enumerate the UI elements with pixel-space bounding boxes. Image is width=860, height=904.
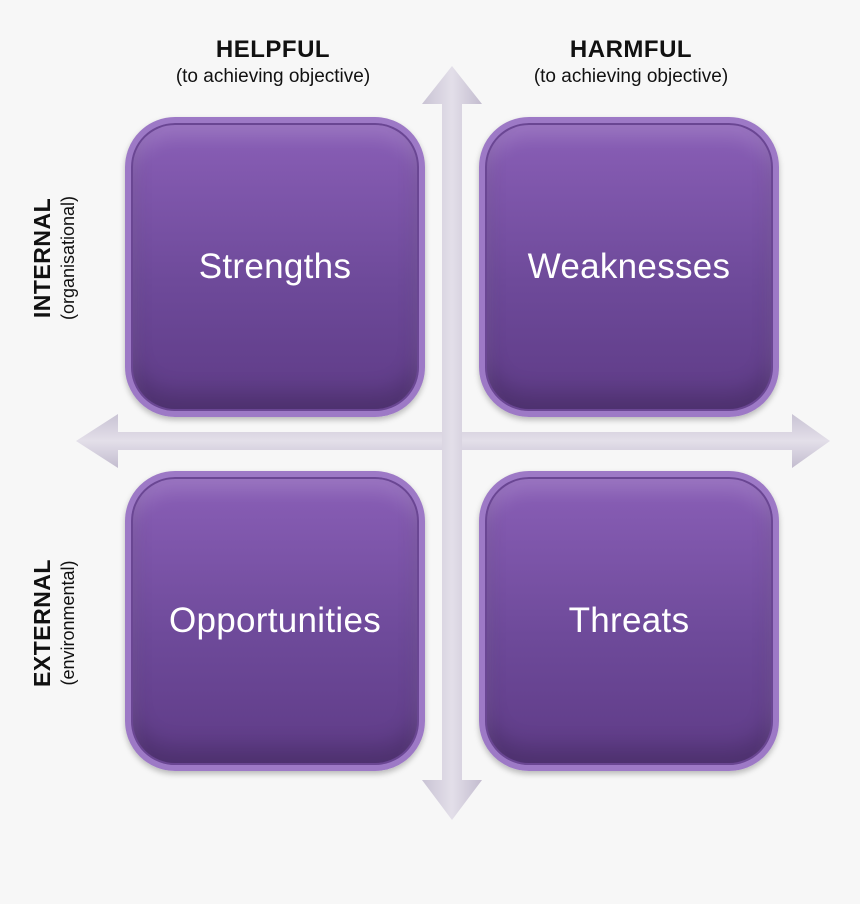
row-header-internal: INTERNAL (organisational) [28, 108, 84, 408]
column-header-helpful: HELPFUL (to achieving objective) [123, 36, 423, 90]
column-subtitle: (to achieving objective) [533, 66, 729, 87]
row-subtitle: (organisational) [58, 195, 78, 321]
quadrant-threats: Threats [479, 471, 779, 771]
column-title: HARMFUL [569, 36, 693, 63]
quadrant-opportunities: Opportunities [125, 471, 425, 771]
quadrant-label: Opportunities [168, 601, 382, 640]
row-title: EXTERNAL [29, 559, 55, 687]
column-subtitle: (to achieving objective) [175, 66, 371, 87]
column-title: HELPFUL [215, 36, 331, 63]
vertical-axis-arrow [422, 66, 482, 820]
quadrant-label: Strengths [198, 247, 352, 286]
quadrant-strengths: Strengths [125, 117, 425, 417]
row-header-external: EXTERNAL (environmental) [28, 473, 84, 773]
quadrant-label: Weaknesses [527, 247, 731, 286]
column-header-harmful: HARMFUL (to achieving objective) [481, 36, 781, 90]
row-subtitle: (environmental) [58, 560, 78, 686]
row-title: INTERNAL [29, 197, 55, 319]
quadrant-label: Threats [568, 601, 690, 640]
quadrant-weaknesses: Weaknesses [479, 117, 779, 417]
